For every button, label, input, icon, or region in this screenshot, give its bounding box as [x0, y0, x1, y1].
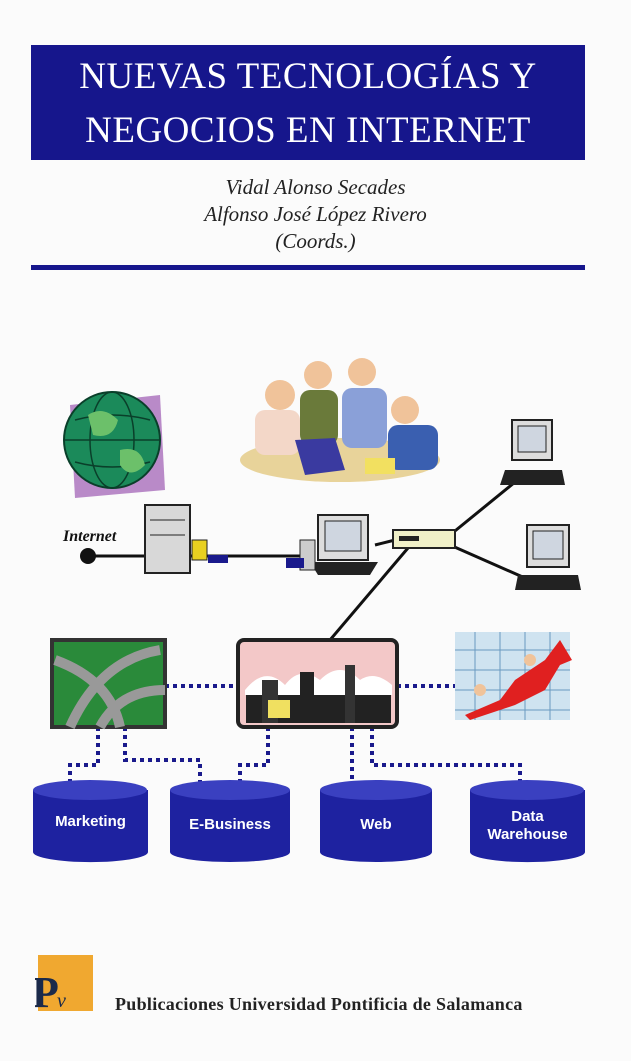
- title-banner: NUEVAS TECNOLOGÍAS Y NEGOCIOS EN INTERNE…: [31, 45, 585, 160]
- city-skyline-icon: [236, 638, 399, 729]
- globe-icon: [63, 391, 165, 498]
- network-hub-icon: [392, 529, 456, 549]
- server-icon: [144, 504, 228, 574]
- database-label-web: Web: [360, 816, 392, 833]
- workstation-icon: [515, 524, 581, 590]
- database-warehouse-icon: [470, 780, 585, 863]
- internet-node-icon: [80, 548, 96, 564]
- divider: [31, 265, 585, 270]
- author-2: Alfonso José López Rivero: [204, 202, 427, 226]
- database-ebusiness-icon: [170, 780, 290, 862]
- highway-icon: [50, 638, 167, 730]
- growth-chart-icon: [455, 632, 572, 720]
- dotted-links: [68, 684, 522, 782]
- svg-text:P: P: [35, 968, 59, 1013]
- business-people-icon: [240, 358, 440, 482]
- svg-text:v: v: [57, 990, 66, 1012]
- publisher-logo: P v: [32, 955, 95, 1017]
- database-label-marketing: Marketing: [55, 813, 126, 830]
- title-line-1: NUEVAS TECNOLOGÍAS Y: [79, 56, 537, 97]
- internet-label: Internet: [63, 528, 117, 545]
- coords-note: (Coords.): [275, 229, 356, 253]
- database-label-ebusiness: E-Business: [189, 816, 271, 833]
- database-web-icon: [320, 780, 432, 862]
- database-label-data-warehouse: Data Warehouse: [487, 808, 568, 843]
- workstation-icon: [500, 419, 565, 485]
- computer-icon: [286, 514, 378, 575]
- publisher-name: Publicaciones Universidad Pontificia de …: [115, 994, 523, 1014]
- database-marketing-icon: [33, 780, 148, 863]
- title-line-2: NEGOCIOS EN INTERNET: [85, 110, 531, 151]
- author-1: Vidal Alonso Secades: [225, 175, 406, 199]
- authors: Vidal Alonso Secades Alfonso José López …: [0, 174, 631, 255]
